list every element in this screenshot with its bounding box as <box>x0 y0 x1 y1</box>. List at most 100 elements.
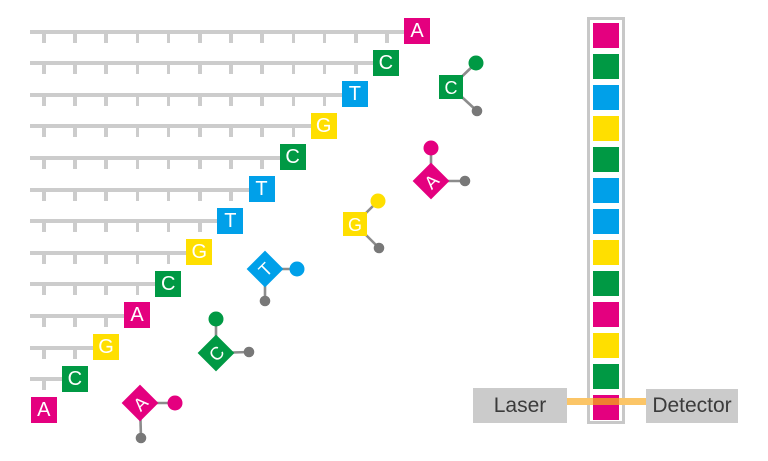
fragment-tick <box>260 32 264 43</box>
quencher-dot <box>471 105 483 117</box>
capillary-band-T <box>593 209 619 234</box>
capillary-band-A <box>593 23 619 48</box>
capillary-band-C <box>593 54 619 79</box>
nucleotide-body <box>246 250 284 288</box>
fragment-tick <box>73 348 77 359</box>
fragment-tick <box>166 95 171 106</box>
terminal-base-square: C <box>279 144 306 171</box>
laser-beam-capillary-overlap <box>593 398 619 405</box>
terminal-base-square: T <box>341 81 368 108</box>
base-letter: A <box>130 304 144 327</box>
fragment-tick <box>260 127 264 138</box>
fragment-tick <box>291 127 296 138</box>
nucleotide-body <box>439 75 463 99</box>
fragment-tick <box>198 95 202 106</box>
fragment-tick <box>260 158 264 169</box>
fragment-tick <box>229 190 233 201</box>
fragment-tick <box>135 158 140 169</box>
base-letter: C <box>378 51 394 74</box>
fragment-tick <box>73 190 77 201</box>
quencher-dot <box>373 242 385 254</box>
capillary-band-C <box>593 147 619 172</box>
fragment-tick <box>198 64 202 75</box>
fragment-tick <box>73 32 77 43</box>
nucleotide-diamond: A <box>121 384 159 422</box>
free-nucleotide-A: A <box>412 140 471 200</box>
fragment-tick <box>198 158 202 169</box>
fragment-tick <box>42 380 46 391</box>
capillary-band-C <box>593 271 619 296</box>
fragment-tick <box>385 32 389 43</box>
fragment-tick <box>322 32 327 43</box>
terminal-base-square: C <box>372 49 399 76</box>
laser-label: Laser <box>493 393 547 417</box>
fragment-tick <box>104 158 108 169</box>
fragment-tick <box>104 190 108 201</box>
fragment-tick <box>135 285 140 296</box>
fragment-backbone <box>30 313 125 318</box>
fragment-tick <box>104 64 108 75</box>
capillary-band-T <box>593 85 619 110</box>
fragment-tick <box>166 222 171 233</box>
base-letter: G <box>348 215 362 235</box>
fragment-tick <box>198 190 202 201</box>
terminal-base-square: G <box>310 112 337 139</box>
fragment-tick <box>104 253 108 264</box>
terminal-base-square: G <box>186 239 213 266</box>
fluorescent-dye-dot <box>289 261 305 277</box>
fragment-tick <box>42 316 46 327</box>
fragment-tick <box>322 95 327 106</box>
capillary-band-G <box>593 333 619 358</box>
base-letter: T <box>224 209 237 232</box>
fluorescent-dye-dot <box>167 395 183 411</box>
base-letter: C <box>67 367 83 390</box>
nucleotide-diamond: C <box>197 334 235 372</box>
fragment-tick <box>291 95 296 106</box>
base-letter: C <box>160 272 176 295</box>
fragment-tick <box>135 222 140 233</box>
capillary-band-G <box>593 116 619 141</box>
capillary-band-A <box>593 302 619 327</box>
base-letter: C <box>445 78 458 98</box>
quencher-dot <box>243 346 255 358</box>
fragment-tick <box>322 64 327 75</box>
nucleotide-diamond: A <box>412 162 450 200</box>
nucleotide-body <box>343 212 367 236</box>
fragment-tick <box>73 158 77 169</box>
fragment-tick <box>291 64 296 75</box>
fragment-tick <box>260 95 264 106</box>
fragment-tick <box>198 127 202 138</box>
fragment-backbone <box>30 124 311 129</box>
fragment-tick <box>229 32 233 43</box>
fragment-tick <box>135 253 140 264</box>
fragment-tick <box>104 127 108 138</box>
fragment-tick <box>73 253 77 264</box>
nucleotide-body <box>197 334 235 372</box>
fragment-tick <box>198 32 202 43</box>
nucleotide-square: G <box>343 212 367 236</box>
terminal-base-square: C <box>61 365 88 392</box>
fragment-tick <box>135 95 140 106</box>
fragment-tick <box>73 316 77 327</box>
base-letter: T <box>348 83 361 106</box>
fragment-tick <box>354 64 358 75</box>
fragment-tick <box>135 190 140 201</box>
fragment-tick <box>198 222 202 233</box>
capillary-band-G <box>593 240 619 265</box>
fragment-tick <box>229 127 233 138</box>
fragment-tick <box>42 32 46 43</box>
fragment-backbone <box>30 187 249 192</box>
quencher-dot <box>259 295 271 307</box>
terminal-base-square: T <box>248 176 275 202</box>
fragment-tick <box>104 316 108 327</box>
fragment-tick <box>104 285 108 296</box>
base-letter: G <box>98 336 114 358</box>
base-letter: G <box>191 241 208 264</box>
fragment-tick <box>104 222 108 233</box>
base-letter: C <box>285 146 300 169</box>
fragment-tick <box>42 222 46 233</box>
fluorescent-dye-dot <box>423 140 439 156</box>
terminal-base-square: T <box>217 207 244 234</box>
nucleotide-body <box>121 384 159 422</box>
